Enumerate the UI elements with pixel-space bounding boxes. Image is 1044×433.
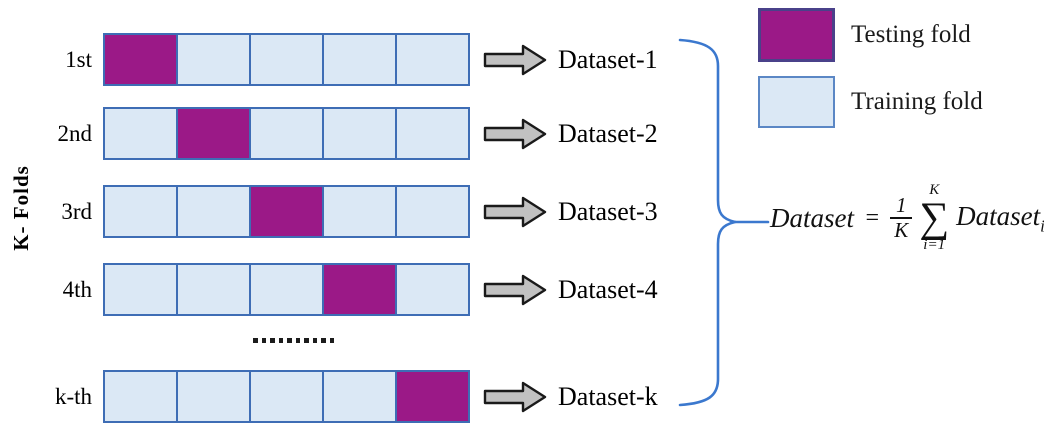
dot [278,338,283,343]
fraction-denominator: K [890,217,913,242]
training-fold-cell [322,107,397,160]
testing-fold-label: Testing fold [851,21,971,48]
testing-fold-cell [103,33,178,86]
training-fold-swatch [758,76,835,128]
training-fold-cell [395,107,470,160]
dataset-label: Dataset-1 [558,44,658,74]
formula-equals: = [864,204,881,231]
fold-row-label: 1st [65,46,92,72]
training-fold-cell [103,185,178,238]
formula-lhs: Dataset [770,202,854,233]
sigma-icon: ∑ [919,194,950,241]
dataset-label: Dataset-k [558,381,658,411]
legend-item-training: Training fold [758,76,983,128]
training-fold-cell [322,370,397,423]
training-fold-cell [249,33,324,86]
training-fold-cell [103,107,178,160]
training-fold-cell [103,370,178,423]
training-fold-cell [176,185,251,238]
fold-row-label: 4th [62,276,92,302]
legend-item-testing: Testing fold [758,8,983,62]
training-fold-cell [322,33,397,86]
testing-fold-cell [322,263,397,316]
testing-fold-swatch [758,8,835,62]
summation-upper-limit: K [929,182,940,199]
fold-row-cells [103,107,470,160]
fold-row-cells [103,33,470,86]
fold-row-label: k-th [54,383,92,409]
dot [261,338,266,343]
fold-row-cells [103,263,470,316]
legend: Testing fold Training fold [758,8,983,142]
testing-fold-cell [176,107,251,160]
dataset-average-formula: Dataset = 1 K K ∑ i=1 Dataseti [770,172,1044,264]
training-fold-cell [249,263,324,316]
training-fold-cell [322,185,397,238]
formula-fraction: 1 K [890,193,913,242]
dot [270,338,275,343]
training-fold-cell [249,107,324,160]
training-fold-cell [103,263,178,316]
dot [287,338,292,343]
training-fold-cell [395,263,470,316]
dot [321,338,326,343]
testing-fold-cell [395,370,470,423]
arrow-icon [483,195,549,229]
formula-rhs: Dataseti [956,201,1044,234]
arrow-icon [483,273,549,307]
training-fold-cell [176,263,251,316]
arrow-icon [483,117,549,151]
dot [304,338,309,343]
formula-rhs-subscript: i [1040,217,1044,236]
training-fold-cell [176,370,251,423]
dot [312,338,317,343]
arrow-icon [483,380,549,414]
dataset-label: Dataset-4 [558,274,658,304]
training-fold-cell [395,185,470,238]
dot [253,338,258,343]
fold-row-label: 3rd [61,198,92,224]
training-fold-cell [395,33,470,86]
dot [295,338,300,343]
fraction-numerator: 1 [895,193,907,218]
ellipsis-dots [253,338,334,343]
testing-fold-cell [249,185,324,238]
dot [329,338,334,343]
fold-row-cells [103,185,470,238]
fold-row-cells [103,370,470,423]
dataset-label: Dataset-2 [558,118,658,148]
dataset-label: Dataset-3 [558,196,658,226]
training-fold-cell [249,370,324,423]
training-fold-cell [176,33,251,86]
training-fold-label: Training fold [851,88,983,115]
arrow-icon [483,43,549,77]
summation-lower-limit: i=1 [923,237,946,254]
formula-rhs-base: Dataset [956,201,1041,232]
fold-row-label: 2nd [57,120,93,146]
summation: K ∑ i=1 [919,182,949,254]
